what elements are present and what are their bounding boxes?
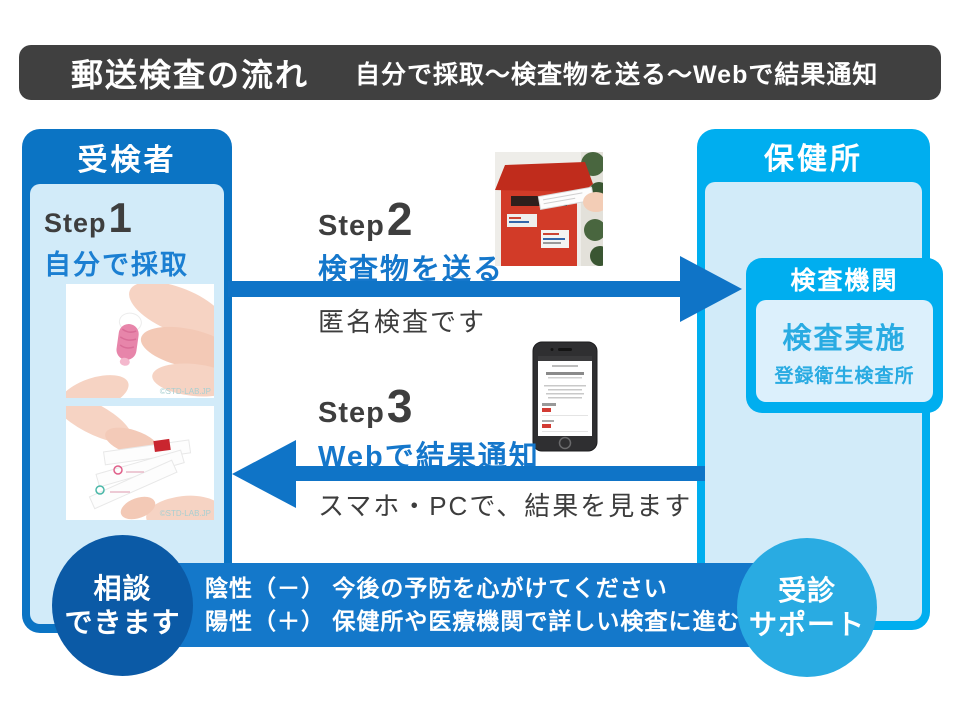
step2-note: 匿名検査です <box>318 307 487 337</box>
step1-caption: 自分で採取 <box>44 250 189 280</box>
lancet-photo-illustration <box>59 281 236 413</box>
step3-label: Step 3 <box>318 380 413 432</box>
lab-box-title: 検査機関 <box>790 267 899 295</box>
arrow-left-bar <box>294 466 705 481</box>
consult-badge-line2: できます <box>64 606 181 638</box>
step2-block: Step 2 検査物を送る <box>318 196 504 288</box>
lancet-photo: ©STD-LAB.JP <box>59 281 236 413</box>
step2-caption: 検査物を送る <box>318 254 505 286</box>
page-subtitle: 自分で採取～検査物を送る～Webで結果通知 <box>355 60 879 89</box>
arrow-right-bar <box>228 281 686 297</box>
smartphone-photo-illustration <box>532 341 598 452</box>
consult-badge-line1: 相談 <box>93 572 152 604</box>
lab-box-body: 検査実施 登録衛生検査所 <box>756 300 933 402</box>
step3-note: スマホ・PCで、結果を見ます <box>318 491 693 521</box>
test-strip-photo-illustration <box>52 393 222 533</box>
health-center-panel-title: 保健所 <box>764 142 863 176</box>
consult-badge: 相談 できます <box>52 535 193 676</box>
header-bar: 郵送検査の流れ 自分で採取～検査物を送る～Webで結果通知 <box>19 45 941 100</box>
arrow-left-icon <box>232 440 296 508</box>
photo-watermark: ©STD-LAB.JP <box>159 509 211 518</box>
result-positive-line: 陽性（＋） 保健所や医療機関で詳しい検査に進む <box>205 608 741 634</box>
postbox-photo <box>495 152 610 266</box>
page-title: 郵送検査の流れ <box>71 56 310 93</box>
support-badge-line2: サポート <box>748 608 865 640</box>
smartphone-photo <box>532 341 598 452</box>
step1-block: Step 1 自分で採取 <box>44 197 189 282</box>
lab-action-label: 検査実施 <box>782 322 907 355</box>
support-badge-line1: 受診 <box>777 574 836 606</box>
test-strip-photo: ©STD-LAB.JP <box>52 393 222 533</box>
lab-box: 検査機関 検査実施 登録衛生検査所 <box>746 258 943 413</box>
step3-block: Step 3 Webで結果通知 <box>318 383 540 475</box>
result-bar: 陰性（－） 今後の予防を心がけてください 陽性（＋） 保健所や医療機関で詳しい検… <box>122 563 780 647</box>
step1-label: Step 1 <box>44 194 132 241</box>
examinee-panel-title: 受検者 <box>77 143 177 177</box>
step2-label: Step 2 <box>318 193 413 245</box>
support-badge: 受診 サポート <box>737 538 877 677</box>
lab-sub-label: 登録衛生検査所 <box>774 365 915 387</box>
photo-watermark: ©STD-LAB.JP <box>159 387 211 396</box>
postbox-photo-illustration <box>495 152 610 266</box>
result-negative-line: 陰性（－） 今後の予防を心がけてください <box>205 575 668 601</box>
